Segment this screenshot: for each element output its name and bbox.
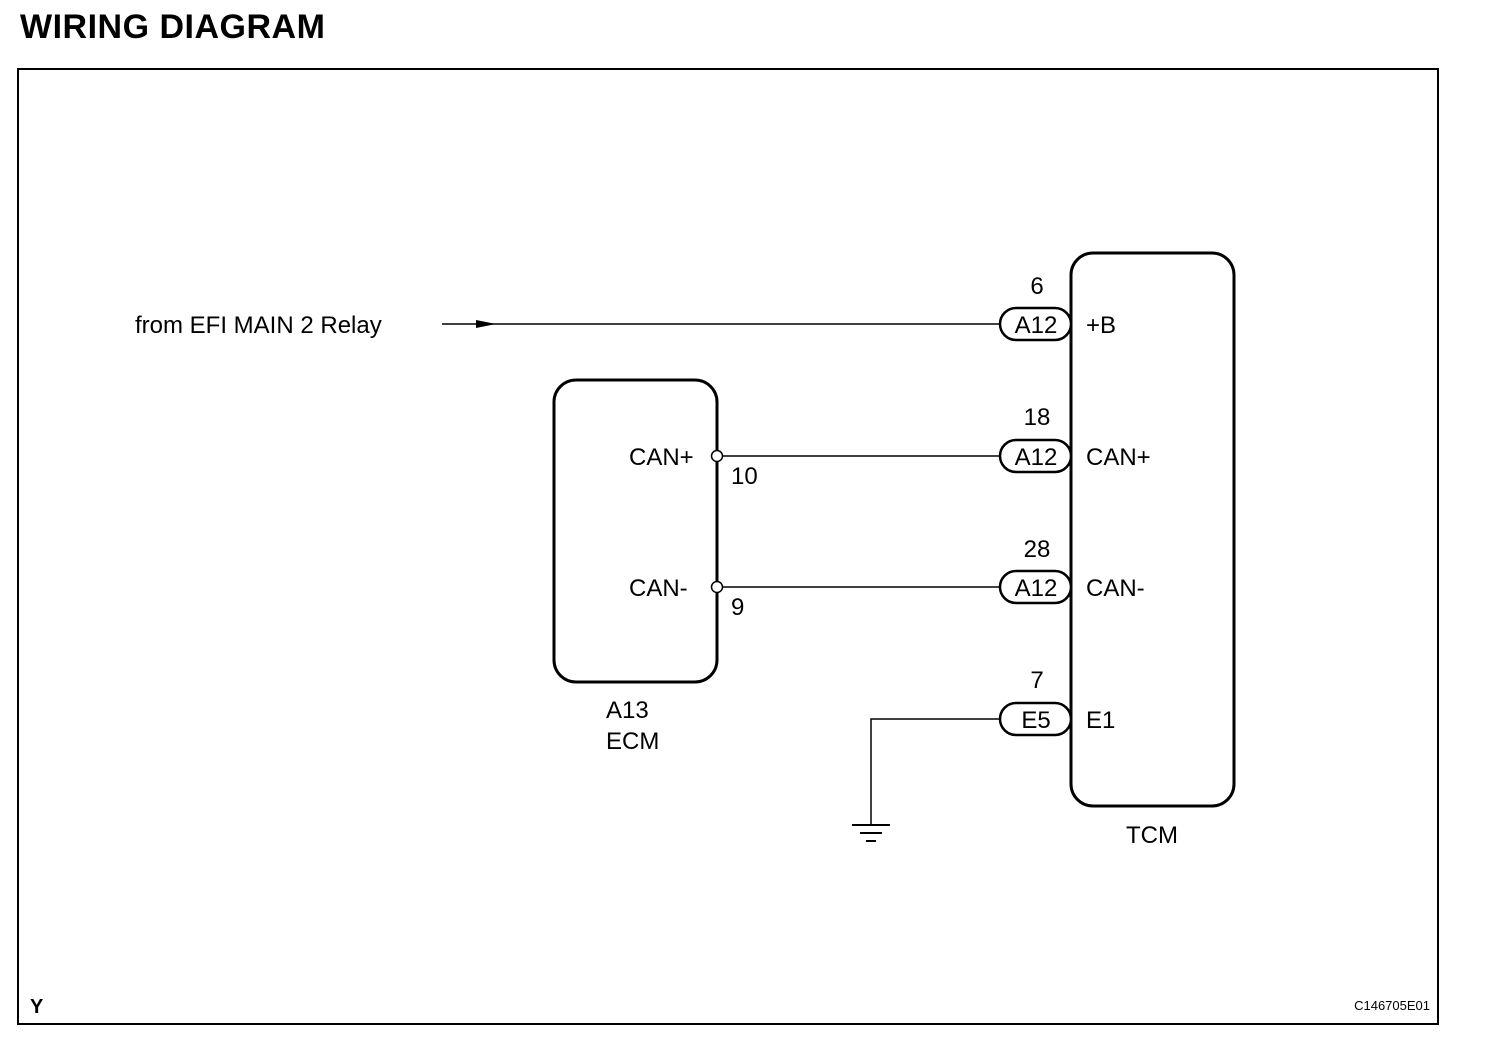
ecm-box: [552, 378, 719, 684]
tcm-pin-number: 6: [1030, 273, 1043, 300]
tcm-name: TCM: [1126, 822, 1178, 849]
ecm-name: ECM: [606, 728, 659, 755]
ecm-pin-number-canplus: 10: [731, 463, 758, 490]
figure-code: C146705E01: [1354, 998, 1430, 1013]
ecm-connector-code: A13: [606, 697, 649, 724]
tcm-pin-number: 7: [1030, 667, 1043, 694]
ecm-pin-number-canminus: 9: [731, 594, 744, 621]
ecm-pin-label-canminus: CAN-: [629, 575, 688, 602]
connector-code: A12: [1015, 312, 1058, 339]
ecm-terminal-canplus: [710, 449, 724, 463]
ecm-pin-label-canplus: CAN+: [629, 444, 694, 471]
page-title: WIRING DIAGRAM: [20, 8, 326, 46]
footer-left-code: Y: [30, 996, 44, 1018]
diagram-frame: [17, 68, 1439, 1025]
connector-badge: [998, 701, 1073, 737]
tcm-pin-label: +B: [1086, 312, 1116, 339]
ecm-terminal-canminus: [710, 580, 724, 594]
tcm-pin-can-plus: 18 A12 CAN+: [998, 404, 1151, 474]
connector-badge: [998, 438, 1073, 474]
connector-badge: [998, 569, 1073, 605]
tcm-pin-label: CAN+: [1086, 444, 1151, 471]
connector-code: A12: [1015, 575, 1058, 602]
tcm-pin-e1: 7 E5 E1: [998, 667, 1115, 737]
tcm-pin-number: 18: [1024, 404, 1051, 431]
tcm-pin-label: CAN-: [1086, 575, 1145, 602]
tcm-pin-number: 28: [1024, 536, 1051, 563]
connector-code: E5: [1021, 707, 1050, 734]
arrow-icon: [476, 320, 496, 328]
connector-badge: [998, 306, 1073, 342]
connector-code: A12: [1015, 444, 1058, 471]
tcm-box: [1069, 251, 1236, 808]
source-label: from EFI MAIN 2 Relay: [135, 312, 382, 339]
tcm-pin-can-minus: 28 A12 CAN-: [998, 536, 1145, 605]
tcm-pin-label: E1: [1086, 707, 1115, 734]
tcm-pin-plus-b: 6 A12 +B: [998, 273, 1116, 342]
ground-wire: [870, 718, 1000, 825]
